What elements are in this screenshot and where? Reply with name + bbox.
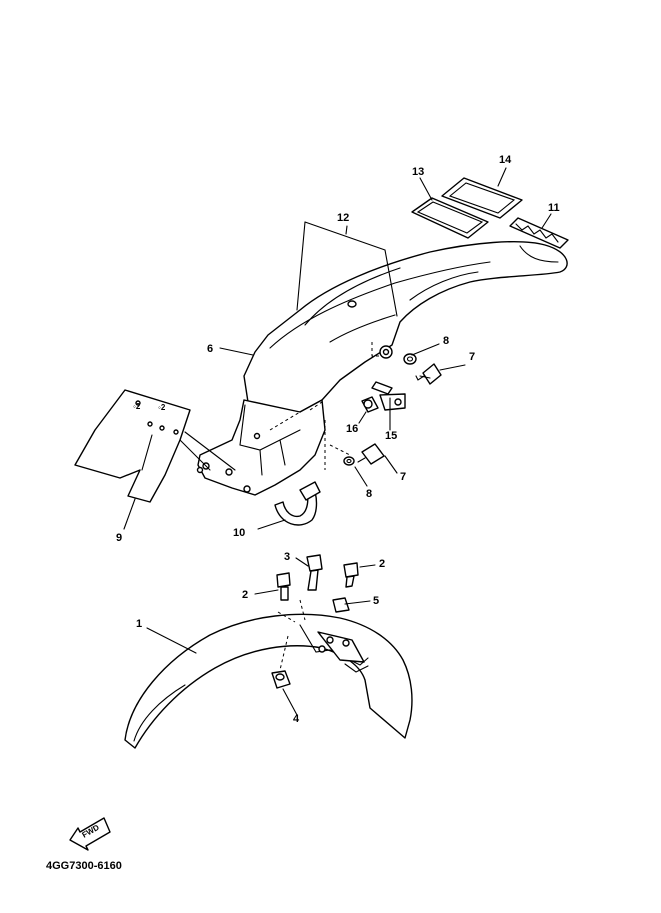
callout-10: 10	[233, 527, 245, 539]
callout-12: 12	[337, 212, 349, 224]
svg-text:◦2: ◦2	[133, 402, 141, 411]
part-13-plate	[411, 177, 489, 239]
svg-text:◦2: ◦2	[158, 403, 166, 412]
callout-leaders	[123, 343, 440, 716]
callout-7-lower: 7	[400, 471, 406, 483]
callout-9: 9	[116, 532, 122, 544]
callout-6: 6	[207, 343, 213, 355]
rear-section-bracket	[196, 399, 326, 496]
part-14-plate	[441, 167, 523, 219]
callout-2-right: 2	[379, 558, 385, 570]
part-9-mud-flap: ◦2 ◦2	[74, 389, 236, 503]
part-11-decal	[509, 213, 569, 249]
callout-13: 13	[412, 166, 424, 178]
callout-2-left: 2	[242, 589, 248, 601]
callout-7-upper: 7	[469, 351, 475, 363]
callout-8-upper: 8	[443, 335, 449, 347]
callout-3: 3	[284, 551, 290, 563]
part-10-hook	[274, 481, 321, 526]
callout-16: 16	[346, 423, 358, 435]
diagram-code: 4GG7300-6160	[46, 860, 122, 872]
callout-1: 1	[136, 618, 142, 630]
callout-4: 4	[293, 713, 300, 725]
rear-section-fender-6	[243, 241, 568, 416]
callout-8-lower: 8	[366, 488, 372, 500]
hardware-group	[324, 342, 466, 470]
fwd-arrow-icon: FWD	[69, 817, 111, 851]
callout-5: 5	[373, 595, 379, 607]
part-1-front-fender	[124, 599, 413, 749]
callout-14: 14	[499, 154, 512, 166]
part-12-lines	[296, 221, 398, 317]
front-fender-hardware	[271, 554, 359, 689]
callout-15: 15	[385, 430, 397, 442]
callout-11: 11	[548, 202, 560, 214]
